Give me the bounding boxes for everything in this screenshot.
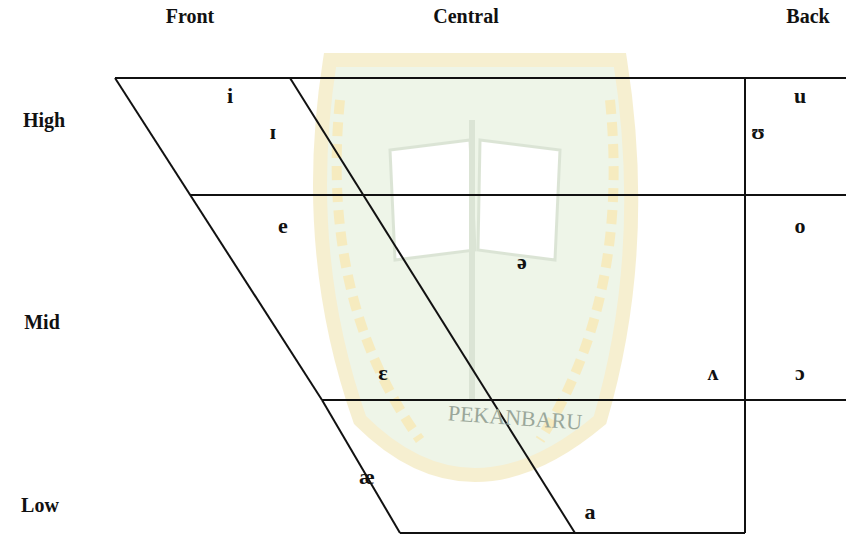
column-heading: Back [786,6,829,26]
vowel-symbol: i [227,85,233,107]
column-heading: Central [433,6,499,26]
vowel-symbol: ʌ [708,362,719,384]
vowel-symbol: ɛ [378,362,387,384]
row-heading: Mid [24,312,60,332]
vowel-symbol: ʊ [751,121,765,143]
vowel-symbol: ə [517,251,527,273]
vowel-symbol: a [585,501,596,523]
row-heading: High [23,110,65,130]
vowel-symbol: ɪ [270,121,276,143]
column-heading: Front [166,6,215,26]
vowel-symbol: ɔ [795,362,805,384]
watermark-emblem [320,60,631,475]
row-heading: Low [21,495,59,515]
chart-lines [115,78,846,533]
vowel-symbol: æ [359,466,375,488]
vowel-symbol: u [794,85,806,107]
watermark-text: PEKANBARU [447,402,583,433]
vowel-symbol: o [795,215,806,237]
vowel-symbol: e [278,215,288,237]
